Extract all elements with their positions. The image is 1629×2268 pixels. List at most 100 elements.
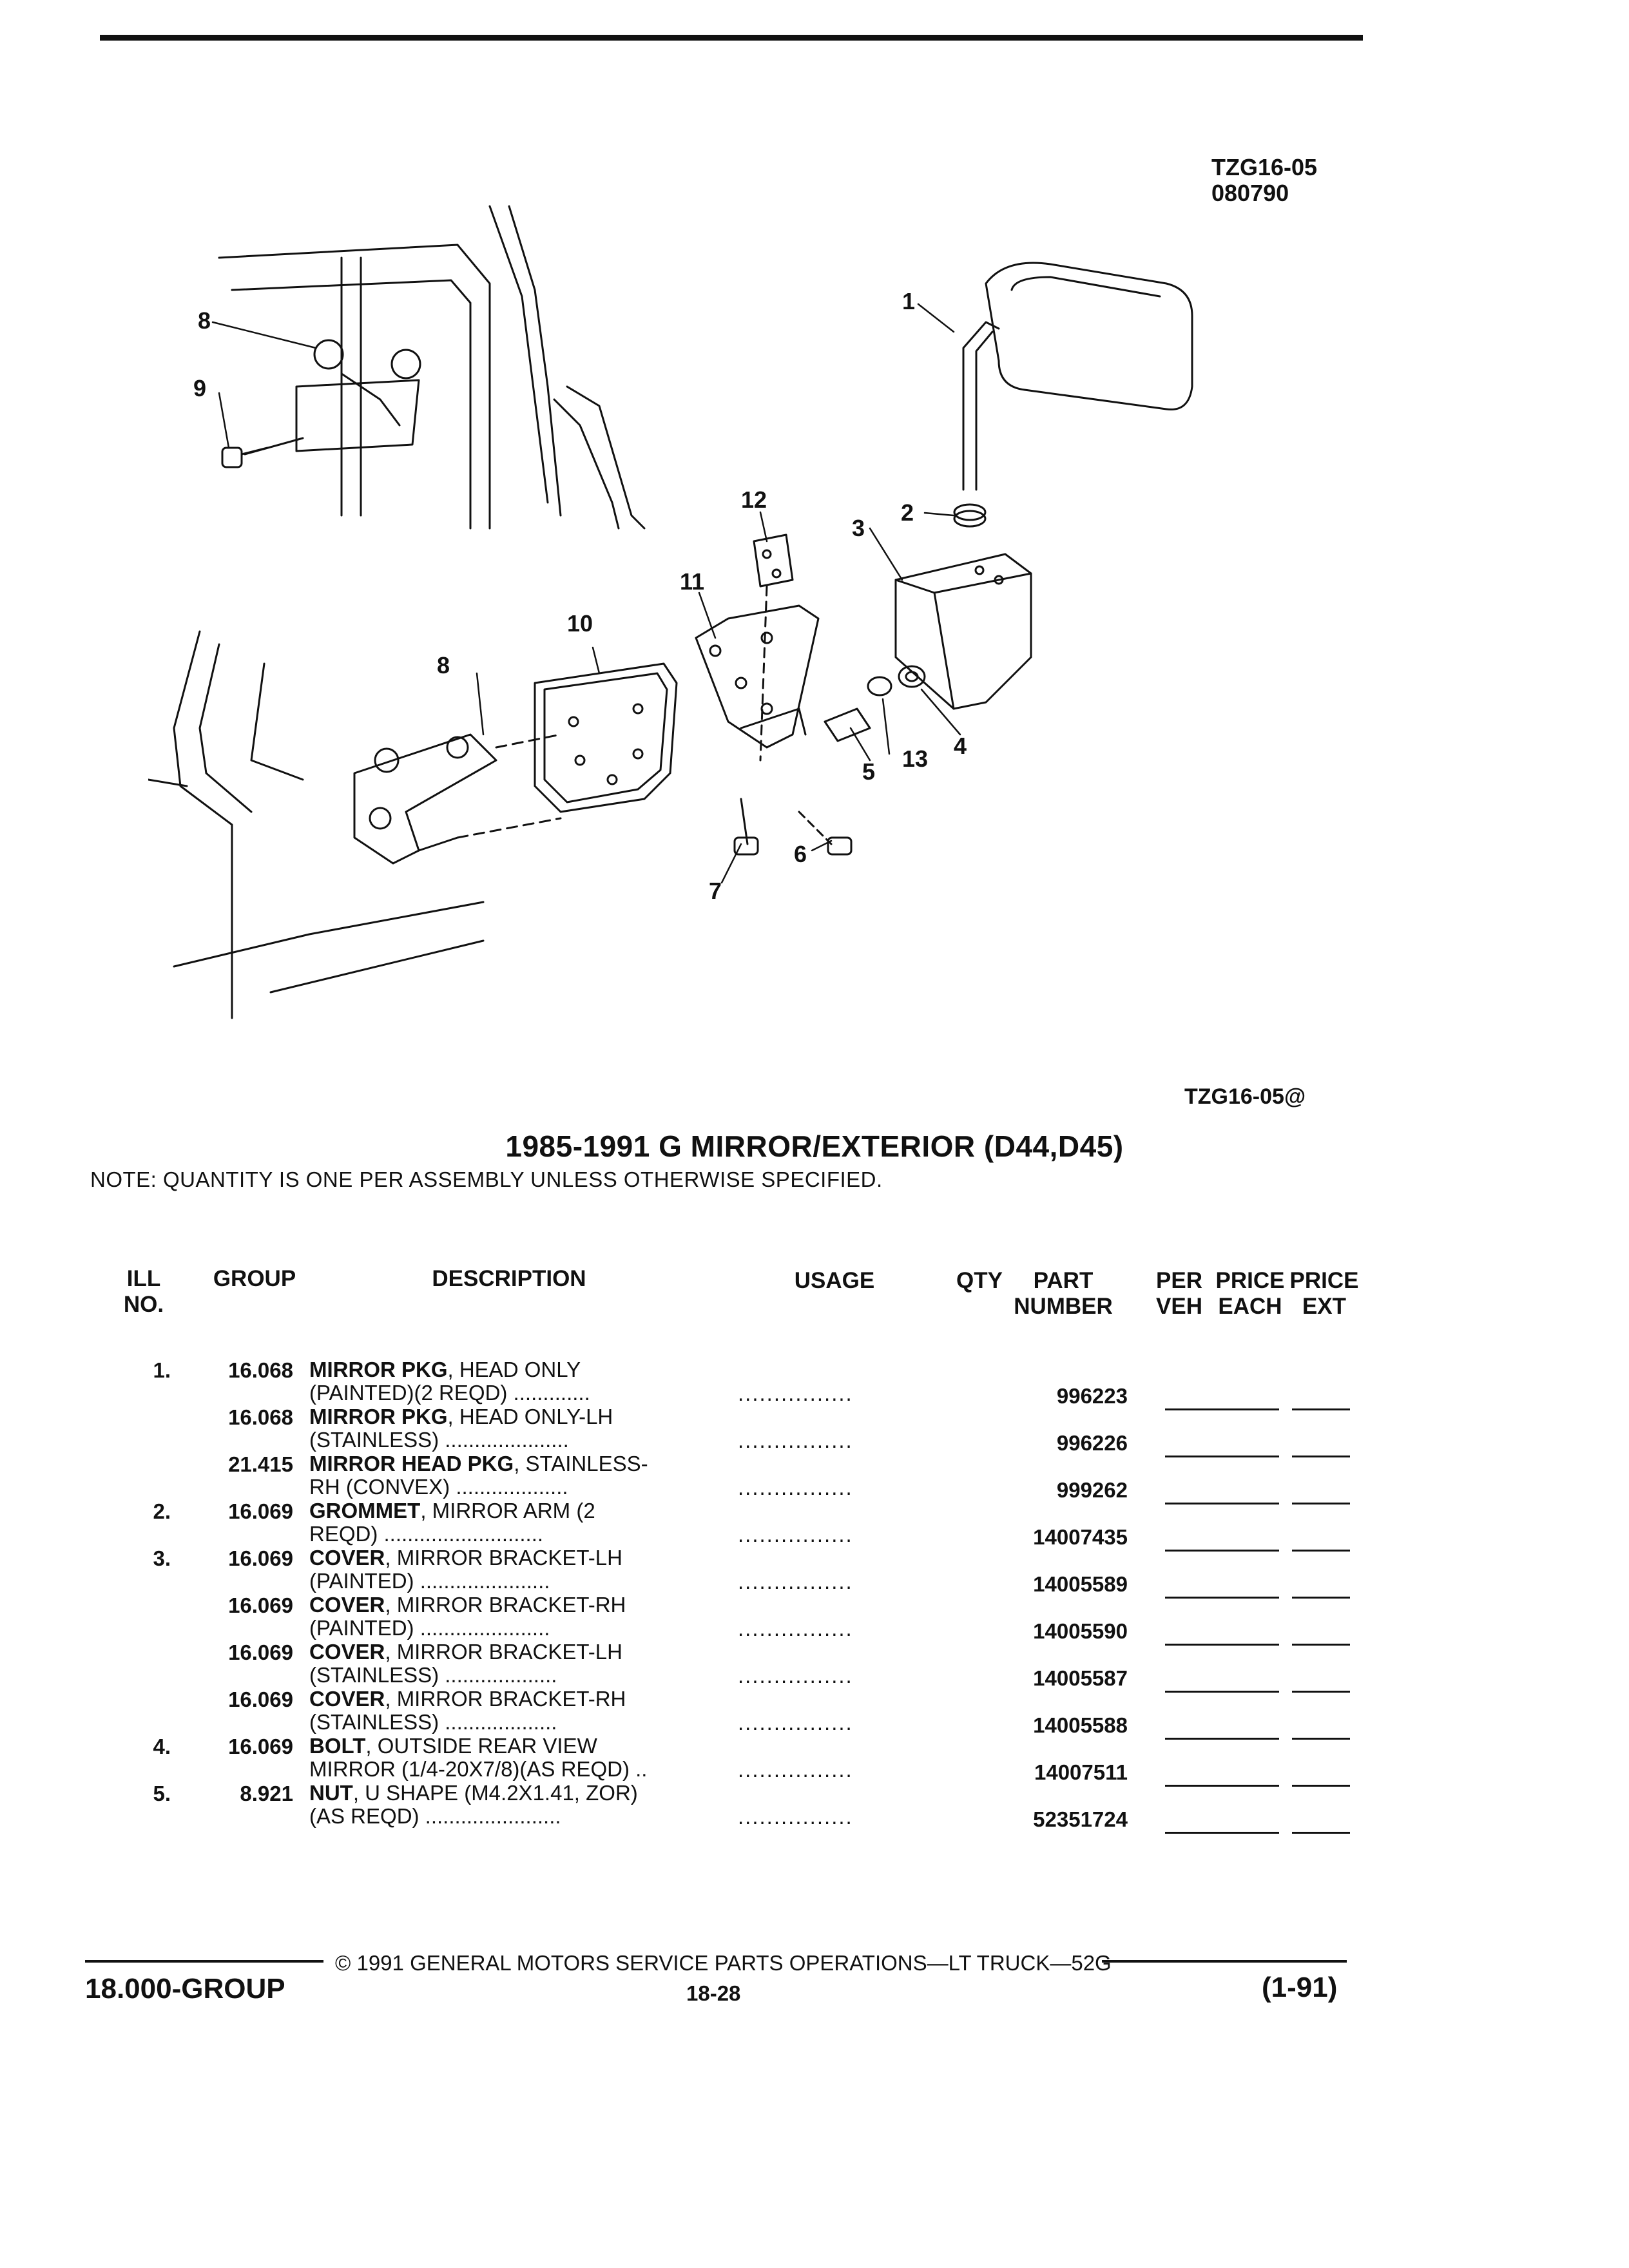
group-code: 16.069 xyxy=(228,1735,293,1758)
bolt-4 xyxy=(898,665,926,688)
group-code: 16.068 xyxy=(228,1405,293,1429)
price-ext-blank xyxy=(1292,1785,1350,1787)
price-each-blank xyxy=(1221,1785,1279,1787)
mirror-head-1 xyxy=(962,262,1193,491)
group-code: 21.415 xyxy=(228,1452,293,1476)
part-number: 14007435 xyxy=(1033,1525,1128,1549)
per-veh-blank xyxy=(1165,1456,1223,1457)
part-number: 14005587 xyxy=(1033,1666,1128,1690)
callout-1: 1 xyxy=(902,288,915,314)
ill-no: 4. xyxy=(153,1735,171,1758)
description-line-1: BOLT, OUTSIDE REAR VIEW xyxy=(309,1735,709,1758)
usage-leader: ................ xyxy=(738,1711,853,1735)
price-each-blank xyxy=(1221,1832,1279,1834)
part-name: COVER xyxy=(309,1593,385,1617)
col-part-number: PART NUMBER xyxy=(1014,1268,1113,1319)
callout-7: 7 xyxy=(709,878,722,904)
part-number: 14005589 xyxy=(1033,1572,1128,1596)
screw-7 xyxy=(733,798,759,856)
per-veh-blank xyxy=(1165,1691,1223,1693)
col-description: DESCRIPTION xyxy=(432,1266,586,1291)
grommet-2 xyxy=(953,503,987,528)
page-title: 1985-1991 G MIRROR/EXTERIOR (D44,D45) xyxy=(505,1129,1124,1163)
quantity-note: NOTE: QUANTITY IS ONE PER ASSEMBLY UNLES… xyxy=(90,1168,883,1191)
part-number: 52351724 xyxy=(1033,1807,1128,1831)
part-number: 996226 xyxy=(1056,1431,1128,1455)
description-line-1: NUT, U SHAPE (M4.2X1.41, ZOR) xyxy=(309,1782,709,1805)
figure-id-block: TZG16-05 080790 xyxy=(1211,155,1317,206)
ill-no: 1. xyxy=(153,1358,171,1382)
description-line-1: GROMMET, MIRROR ARM (2 xyxy=(309,1499,709,1523)
price-each-blank xyxy=(1221,1503,1279,1504)
price-ext-blank xyxy=(1292,1597,1350,1599)
door-frame-upper xyxy=(218,205,646,530)
price-ext-blank xyxy=(1292,1832,1350,1834)
price-each-blank xyxy=(1221,1738,1279,1740)
part-name: GROMMET xyxy=(309,1499,421,1523)
per-veh-blank xyxy=(1165,1644,1223,1646)
callout-5: 5 xyxy=(862,758,875,785)
callout-6: 6 xyxy=(794,841,807,867)
ill-no: 2. xyxy=(153,1499,171,1523)
group-code: 16.069 xyxy=(228,1499,293,1523)
top-rule xyxy=(100,35,1363,41)
part-name: MIRROR HEAD PKG xyxy=(309,1452,514,1475)
price-each-blank xyxy=(1221,1691,1279,1693)
part-name: COVER xyxy=(309,1546,385,1570)
mirror-exploded-illustration: 1 2 3 4 5 6 7 8 8 9 10 11 12 13 xyxy=(148,205,1193,1019)
part-qualifier: , STAINLESS- xyxy=(514,1452,648,1475)
callout-8-lower: 8 xyxy=(437,652,450,678)
figure-reference: TZG16-05@ xyxy=(1184,1084,1306,1109)
price-each-blank xyxy=(1221,1456,1279,1457)
col-price-ext: PRICE EXT xyxy=(1289,1268,1359,1319)
part-number: 999262 xyxy=(1056,1478,1128,1502)
description-line-2: REQD) ........................... xyxy=(309,1522,544,1546)
price-each-blank xyxy=(1221,1550,1279,1552)
mirror-bracket-11 xyxy=(695,604,820,749)
usage-leader: ................ xyxy=(738,1570,853,1593)
door-frame-lower xyxy=(148,630,485,1019)
part-qualifier: , MIRROR BRACKET-RH xyxy=(385,1687,626,1711)
figure-date: 080790 xyxy=(1211,180,1289,206)
upper-bracket xyxy=(244,339,421,456)
price-ext-blank xyxy=(1292,1550,1350,1552)
col-usage: USAGE xyxy=(794,1268,875,1293)
per-veh-blank xyxy=(1165,1597,1223,1599)
per-veh-blank xyxy=(1165,1408,1223,1410)
usage-leader: ................ xyxy=(738,1758,853,1782)
group-code: 8.921 xyxy=(240,1782,293,1805)
screw-9 xyxy=(221,447,269,468)
group-code: 16.069 xyxy=(228,1546,293,1570)
footer-rule-left xyxy=(85,1960,323,1963)
group-code: 16.069 xyxy=(228,1593,293,1617)
description-line-2: (PAINTED) ...................... xyxy=(309,1616,550,1640)
figure-code: TZG16-05 xyxy=(1211,154,1318,180)
usage-leader: ................ xyxy=(738,1523,853,1546)
part-name: MIRROR PKG xyxy=(309,1405,448,1428)
callout-13: 13 xyxy=(902,745,928,772)
lower-bracket-8 xyxy=(353,733,562,865)
description-line-1: MIRROR HEAD PKG, STAINLESS- xyxy=(309,1452,709,1475)
part-qualifier: , HEAD ONLY-LH xyxy=(447,1405,613,1428)
price-ext-blank xyxy=(1292,1408,1350,1410)
usage-leader: ................ xyxy=(738,1381,853,1405)
part-number: 14005588 xyxy=(1033,1713,1128,1737)
col-ill-no: ILL NO. xyxy=(123,1266,164,1317)
price-ext-blank xyxy=(1292,1738,1350,1740)
description-line-2: (PAINTED)(2 REQD) ............. xyxy=(309,1381,590,1405)
gasket-10 xyxy=(534,662,678,813)
description-line-1: MIRROR PKG, HEAD ONLY-LH xyxy=(309,1405,709,1428)
callout-2: 2 xyxy=(901,499,914,526)
description-line-2: (STAINLESS) ................... xyxy=(309,1710,557,1734)
per-veh-blank xyxy=(1165,1832,1223,1834)
usage-leader: ................ xyxy=(738,1805,853,1829)
cover-3 xyxy=(894,553,1032,710)
per-veh-blank xyxy=(1165,1738,1223,1740)
part-name: COVER xyxy=(309,1640,385,1664)
price-each-blank xyxy=(1221,1597,1279,1599)
group-label: 18.000-GROUP xyxy=(85,1973,285,2004)
col-price-each: PRICE EACH xyxy=(1215,1268,1285,1319)
part-qualifier: , MIRROR BRACKET-RH xyxy=(385,1593,626,1617)
part-qualifier: , MIRROR BRACKET-LH xyxy=(385,1640,622,1664)
description-line-2: (STAINLESS) ..................... xyxy=(309,1428,569,1452)
